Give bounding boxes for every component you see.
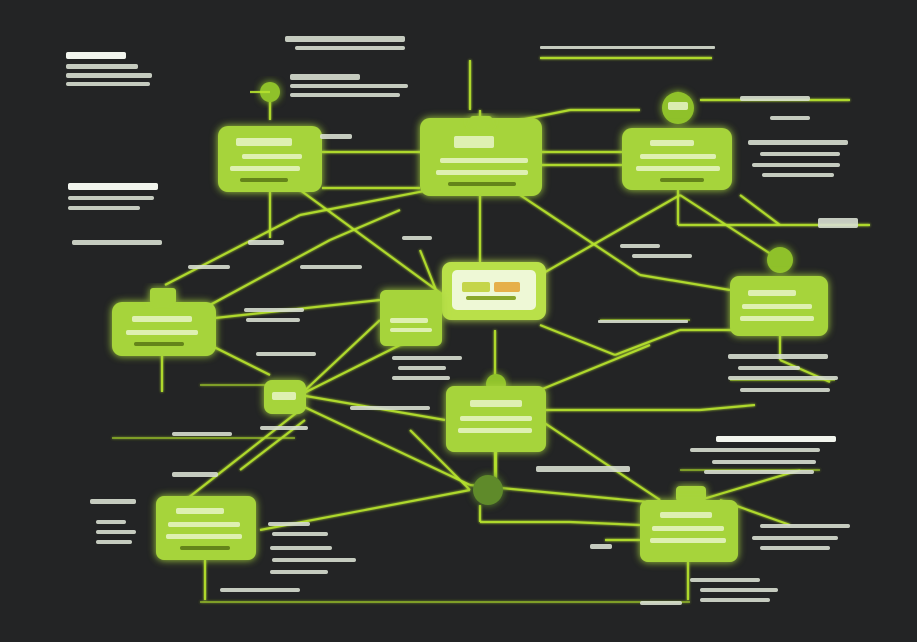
node-lower-center <box>446 374 546 505</box>
node-middle-left <box>112 288 216 356</box>
illegible-annotations <box>66 36 858 605</box>
node-bottom-left <box>156 496 256 560</box>
node-top-center <box>420 116 542 196</box>
node-top-left <box>218 82 322 192</box>
node-small-left <box>264 380 306 414</box>
node-top-right <box>622 92 732 190</box>
node-center-highlight <box>442 262 546 320</box>
node-center-square <box>380 290 442 346</box>
node-bottom-right <box>640 486 738 562</box>
node-right <box>730 247 828 336</box>
